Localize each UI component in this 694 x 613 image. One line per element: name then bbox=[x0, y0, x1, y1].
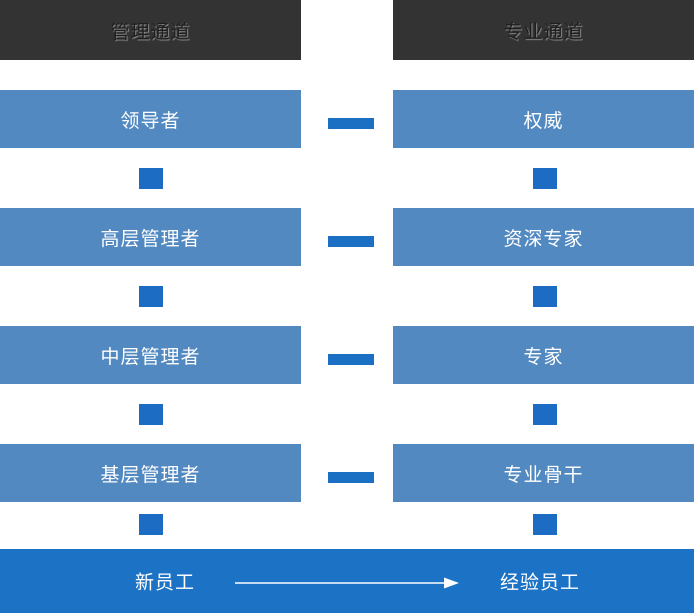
ladder-left-level-4: 基层管理者 bbox=[0, 444, 301, 502]
step-connector-square-icon bbox=[139, 404, 163, 425]
ladder-left-level-3: 中层管理者 bbox=[0, 326, 301, 384]
header-management-channel: 管理通道 bbox=[0, 0, 301, 60]
professional-channel-label: 专业通道 bbox=[503, 21, 584, 43]
ladder-right-level-2: 资深专家 bbox=[393, 208, 694, 266]
step-connector-square-icon bbox=[139, 286, 163, 307]
ladder-left-level-3-label: 中层管理者 bbox=[100, 346, 201, 368]
ladder-right-level-3: 专家 bbox=[393, 326, 694, 384]
step-connector-square-icon bbox=[139, 514, 163, 535]
equivalence-dash-icon bbox=[328, 236, 374, 247]
header-professional-channel: 专业通道 bbox=[393, 0, 694, 60]
step-connector-square-icon bbox=[533, 404, 557, 425]
step-connector-square-icon bbox=[533, 168, 557, 189]
ladder-left-level-1-label: 领导者 bbox=[120, 110, 181, 132]
ladder-right-level-4-label: 专业骨干 bbox=[503, 464, 584, 486]
equivalence-dash-icon bbox=[328, 118, 374, 129]
new-employee-label: 新员工 bbox=[134, 572, 195, 594]
experienced-employee-label: 经验员工 bbox=[499, 572, 580, 594]
right-arrow-icon bbox=[235, 549, 459, 613]
ladder-left-level-2: 高层管理者 bbox=[0, 208, 301, 266]
ladder-left-level-4-label: 基层管理者 bbox=[100, 464, 201, 486]
equivalence-dash-icon bbox=[328, 472, 374, 483]
step-connector-square-icon bbox=[139, 168, 163, 189]
ladder-left-level-1: 领导者 bbox=[0, 90, 301, 148]
step-connector-square-icon bbox=[533, 286, 557, 307]
management-channel-label: 管理通道 bbox=[110, 21, 191, 43]
equivalence-dash-icon bbox=[328, 354, 374, 365]
ladder-left-level-2-label: 高层管理者 bbox=[100, 228, 201, 250]
step-connector-square-icon bbox=[533, 514, 557, 535]
ladder-right-level-4: 专业骨干 bbox=[393, 444, 694, 502]
ladder-right-level-1: 权威 bbox=[393, 90, 694, 148]
ladder-right-level-3-label: 专家 bbox=[523, 346, 564, 368]
ladder-right-level-2-label: 资深专家 bbox=[503, 228, 584, 250]
ladder-right-level-1-label: 权威 bbox=[523, 110, 564, 132]
experience-progression-bar: 新员工 经验员工 bbox=[0, 549, 694, 613]
